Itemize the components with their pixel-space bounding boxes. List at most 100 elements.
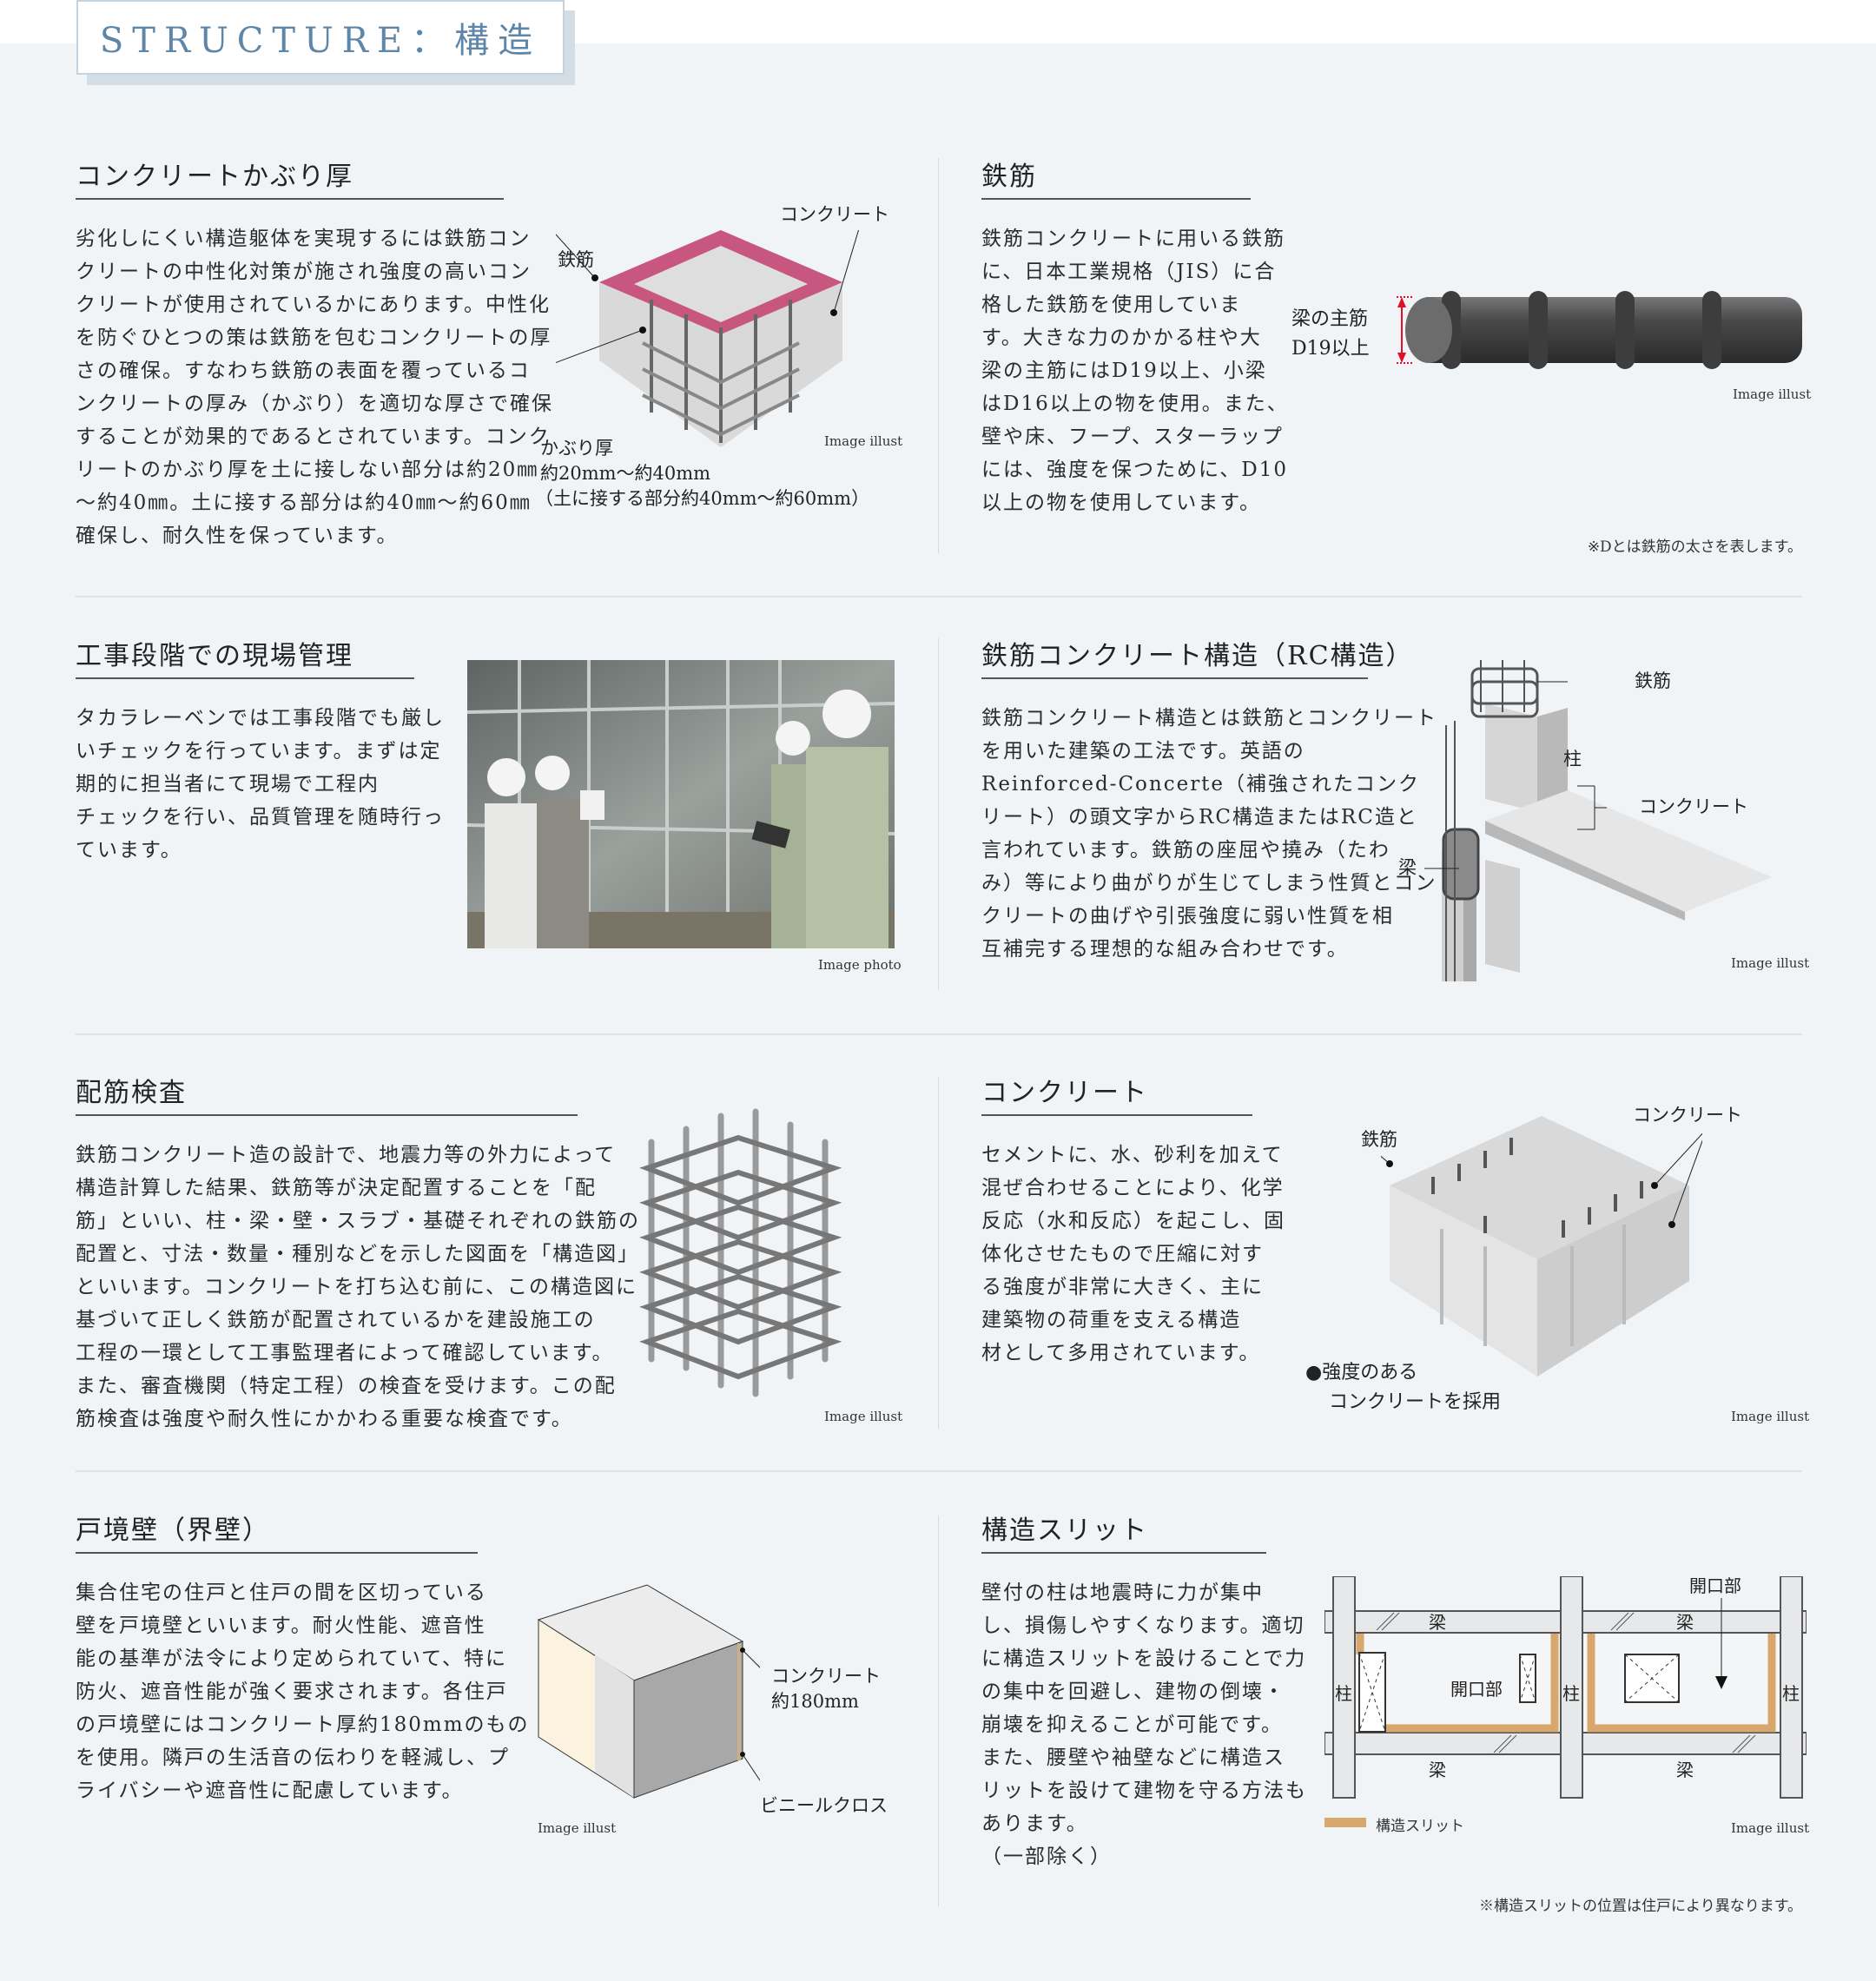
row-divider [76, 596, 1802, 598]
body-line: 以上の物を使用しています。 [981, 492, 1262, 514]
body-line: （一部除く） [981, 1846, 1112, 1868]
section-title: コンクリートかぶり厚 [76, 162, 353, 192]
body-line: また、腰壁や袖壁などに構造ス [981, 1747, 1285, 1769]
title-rule [981, 198, 1251, 200]
body-line: に、日本工業規格（JIS）に合 [981, 261, 1277, 283]
body-line: 混ぜ合わせることにより、化学 [981, 1177, 1285, 1199]
body-line: クリートが使用されているかにあります。中性化 [76, 294, 552, 316]
body-line: することが効果的であるとされています。コンク [76, 426, 551, 448]
section-title: 工事段階での現場管理 [76, 641, 353, 671]
title-rule [981, 1114, 1252, 1116]
label-column: 柱 [1563, 749, 1582, 769]
body-line: 壁や床、フープ、スターラップ [981, 426, 1284, 448]
body-line: 材として多用されています。 [981, 1342, 1261, 1364]
body-line: 壁を戸境壁といいます。耐火性能、遮音性 [76, 1615, 486, 1637]
body-line: 確保し、耐久性を保っています。 [76, 525, 399, 547]
label-rebar: 鉄筋 [558, 249, 594, 270]
label-opening: 開口部 [1450, 1679, 1503, 1700]
body-line: セメントに、水、砂利を加えて [981, 1144, 1284, 1166]
body-line: 鉄筋コンクリート造の設計で、地震力等の外力によって [76, 1144, 617, 1166]
concrete-cover-illustration [556, 230, 860, 447]
body-line: チェックを行い、品質管理を随時行っ [76, 806, 445, 829]
body-line: には、強度を保つために、D10 [981, 459, 1289, 481]
label-column: 柱 [1782, 1683, 1800, 1704]
label-beam: 梁 [1429, 1612, 1446, 1633]
image-caption: Image illust [1731, 955, 1810, 971]
title-rule [981, 677, 1368, 679]
image-caption: Image illust [1731, 1409, 1810, 1424]
title-rule [76, 1114, 578, 1116]
body-line: リートのかぶり厚を土に接しない部分は約20㎜ [76, 459, 539, 481]
label-concrete: コンクリート [780, 204, 889, 225]
title-rule [76, 1552, 478, 1554]
body-line: 期的に担当者にて現場で工程内 [76, 773, 380, 796]
body-line: また、審査機関（特定工程）の検査を受けます。この配 [76, 1375, 617, 1397]
body-line: いチェックを行っています。まずは定 [76, 740, 442, 763]
body-line: の集中を回避し、建物の倒壊・ [981, 1681, 1285, 1703]
legend-swatch-slit [1324, 1818, 1366, 1827]
body-line: タカラレーベンでは工事段階でも厳し [76, 707, 445, 730]
body-line: リート）の頭文字からRC構造またはRC造と [981, 806, 1418, 829]
label-vinyl-cloth: ビニールクロス [760, 1795, 888, 1816]
body-line: 体化させたもので圧縮に対す [981, 1243, 1264, 1265]
section-body: 壁付の柱は地震時に力が集中し、損傷しやすくなります。適切に構造スリットを設けるこ… [981, 1576, 1307, 1873]
body-line: 反応（水和反応）を起こし、固 [981, 1210, 1285, 1232]
body-line: る強度が非常に大きく、主に [981, 1276, 1264, 1298]
label-concrete: コンクリート [1633, 1105, 1742, 1126]
label-beam: 梁 [1429, 1760, 1446, 1780]
rebar-cage-illustration [639, 1108, 842, 1397]
label-beam: 梁 [1398, 857, 1417, 878]
body-line: 建築物の荷重を支える構造 [981, 1309, 1242, 1331]
body-line: 劣化しにくい構造躯体を実現するには鉄筋コン [76, 228, 532, 250]
body-line: ライバシーや遮音性に配慮しています。 [76, 1780, 464, 1802]
body-line: さの確保。すなわち鉄筋の表面を覆っているコ [76, 360, 531, 382]
section-body: 集合住宅の住戸と住戸の間を区切っている壁を戸境壁といいます。耐火性能、遮音性能の… [76, 1576, 530, 1807]
section-body: 鉄筋コンクリートに用いる鉄筋に、日本工業規格（JIS）に合格した鉄筋を使用してい… [981, 222, 1289, 519]
site-photo [467, 660, 895, 948]
image-caption: Image illust [1733, 386, 1812, 402]
label-rebar-size: D19以上 [1291, 338, 1370, 360]
body-line: 構造計算した結果、鉄筋等が決定配置することを「配 [76, 1177, 597, 1199]
label-main-rebar: 梁の主筋 [1291, 308, 1369, 330]
section-body: タカラレーベンでは工事段階でも厳しいチェックを行っています。まずは定期的に担当者… [76, 702, 445, 867]
image-caption: Image illust [824, 1409, 903, 1424]
body-line: 防火、遮音性能が強く要求されます。各住戸 [76, 1681, 508, 1703]
section-body: 鉄筋コンクリート造の設計で、地震力等の外力によって構造計算した結果、鉄筋等が決定… [76, 1139, 640, 1436]
row-divider [76, 1470, 1802, 1472]
body-line: ンクリートの厚み（かぶり）を適切な厚さで確保 [76, 393, 553, 415]
label-strong-concrete-2: コンクリートを採用 [1329, 1391, 1502, 1413]
image-caption: Image illust [538, 1820, 617, 1836]
column-divider [938, 1077, 939, 1429]
title-rule [76, 677, 414, 679]
label-column: 柱 [1335, 1683, 1352, 1704]
body-line: 筋」といい、柱・梁・壁・スラブ・基礎それぞれの鉄筋の [76, 1210, 640, 1232]
label-concrete: コンクリート [1639, 796, 1748, 817]
rc-structure-illustration [1424, 660, 1772, 981]
body-line: 鉄筋コンクリート構造とは鉄筋とコンクリート [981, 707, 1437, 730]
label-column: 柱 [1562, 1683, 1580, 1704]
footnote: ※構造スリットの位置は住戸により異なります。 [1479, 1898, 1802, 1915]
label-rebar: 鉄筋 [1635, 670, 1671, 691]
footnote: ※Dとは鉄筋の太さを表します。 [1587, 538, 1802, 556]
body-line: あります。 [981, 1813, 1088, 1835]
body-line: し、損傷しやすくなります。適切 [981, 1615, 1305, 1637]
label-beam: 梁 [1676, 1612, 1694, 1633]
title-rule [981, 1552, 1266, 1554]
title-rule [76, 198, 504, 200]
body-line: を使用。隣戸の生活音の伝わりを軽減し、プ [76, 1747, 510, 1769]
body-line: リットを設けて建物を守る方法も [981, 1780, 1307, 1802]
body-line: に構造スリットを設けることで力 [981, 1648, 1307, 1670]
label-concrete: コンクリート [771, 1666, 881, 1687]
body-line: の戸境壁にはコンクリート厚約180mmのもの [76, 1714, 530, 1736]
label-cover-soil: （土に接する部分約40mm〜約60mm） [535, 488, 870, 509]
label-opening: 開口部 [1689, 1576, 1741, 1596]
section-title: 鉄筋コンクリート構造（RC構造） [981, 641, 1414, 671]
page-title: STRUCTURE：構造 [76, 0, 565, 75]
label-rebar: 鉄筋 [1361, 1129, 1397, 1150]
section-title: 配筋検査 [76, 1078, 187, 1108]
body-line: 鉄筋コンクリートに用いる鉄筋 [981, 228, 1285, 250]
body-line: 〜約40㎜。土に接する部分は約40㎜〜約60㎜ [76, 492, 532, 514]
body-line: ています。 [76, 839, 182, 862]
row-divider [76, 1033, 1802, 1035]
body-line: 基づいて正しく鉄筋が配置されているかを建設施工の [76, 1309, 596, 1331]
